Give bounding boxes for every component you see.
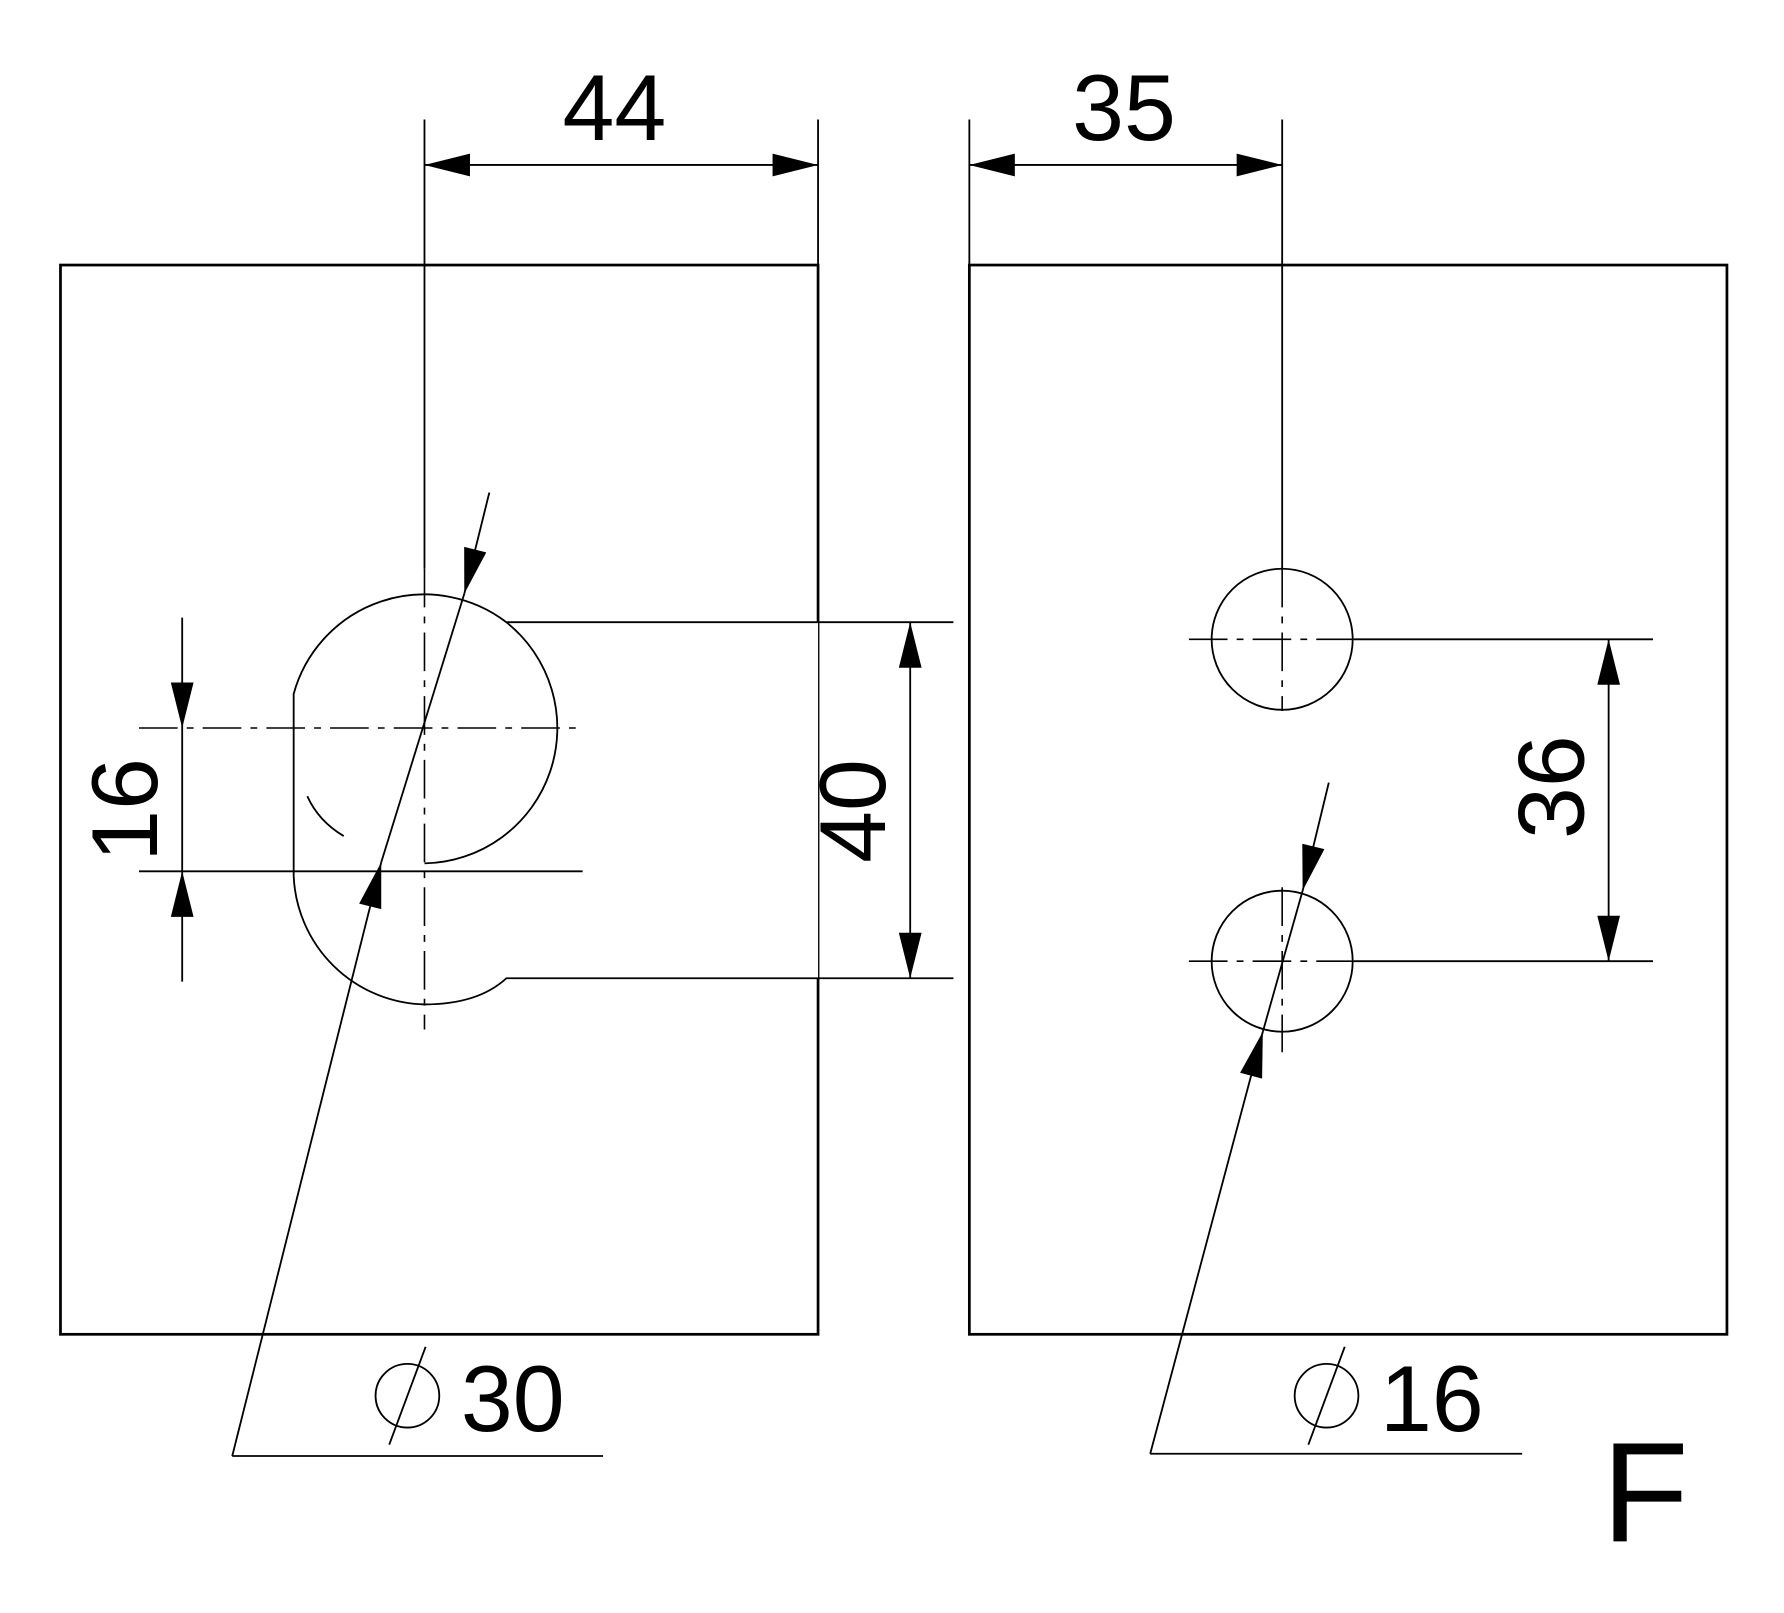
diameter-icon bbox=[1293, 1346, 1360, 1445]
diameter-icon bbox=[374, 1346, 441, 1445]
right-glass-panel bbox=[967, 263, 1729, 1336]
hinge-cutout bbox=[293, 594, 819, 1005]
dimension-label: 36 bbox=[1500, 735, 1604, 839]
dimension-label: 16 bbox=[1380, 1347, 1484, 1451]
dimension-44: 44 bbox=[423, 56, 819, 569]
dimension-36: 36 bbox=[1353, 638, 1653, 963]
dimension-40: 40 bbox=[801, 621, 954, 980]
dimension-label: 16 bbox=[73, 758, 177, 862]
dimension-label: 30 bbox=[461, 1347, 565, 1451]
diameter-16-callout: 16 bbox=[1149, 782, 1523, 1455]
diameter-30-callout: 30 bbox=[231, 492, 604, 1457]
left-glass-panel bbox=[59, 263, 820, 1336]
dimension-label: 35 bbox=[1072, 56, 1176, 160]
variant-label: F bbox=[1602, 1413, 1689, 1572]
dimension-35: 35 bbox=[968, 56, 1284, 569]
dimension-label: 40 bbox=[801, 759, 905, 863]
dimension-label: 44 bbox=[563, 56, 667, 160]
dimension-16: 16 bbox=[73, 617, 194, 982]
